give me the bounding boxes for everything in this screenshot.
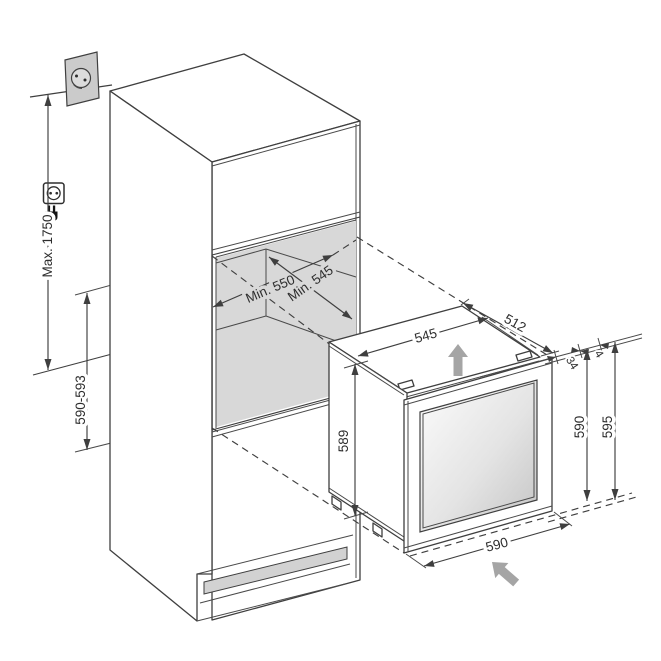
dim-appliance-side-height: 589 xyxy=(333,360,369,520)
outlet-icon xyxy=(42,182,65,205)
dim-niche-height: 590-593 xyxy=(70,293,92,450)
dim-label-front-gap: 4 xyxy=(592,349,606,361)
socket-clip xyxy=(73,84,83,89)
dim-label-frame-depth: 34 xyxy=(563,355,580,373)
glass-door xyxy=(419,379,538,533)
appliance xyxy=(328,305,553,554)
dim-overall-height: 595 xyxy=(597,342,619,500)
mounting-tab-right xyxy=(515,350,533,362)
insert-arrow-diagonal-icon xyxy=(492,562,520,587)
extension-lines xyxy=(409,333,643,557)
insert-arrow-up-icon xyxy=(448,344,468,376)
dim-label-front-height: 590 xyxy=(572,416,587,439)
socket-face xyxy=(70,67,92,89)
dim-socket-max-height: Max. 1750 xyxy=(37,95,59,370)
dim-front-height: 590 xyxy=(569,349,591,501)
dim-label-overall-height: 595 xyxy=(600,416,615,439)
cabinet-side-face xyxy=(109,90,213,622)
wall-socket xyxy=(64,51,100,107)
niche-opening xyxy=(216,221,356,427)
cabinet-plinth xyxy=(196,534,354,622)
appliance-foot-front xyxy=(331,495,342,511)
dim-label-appliance-side-height: 589 xyxy=(336,430,351,453)
dim-label-front-width: 590 xyxy=(484,534,510,554)
plinth-strip xyxy=(203,546,348,595)
socket-hole-left xyxy=(75,74,78,78)
dim-label-niche-height: 590-593 xyxy=(73,375,88,425)
socket-hole-right xyxy=(83,78,87,82)
dim-label-appliance-top-depth: 512 xyxy=(502,311,529,335)
dim-label-socket-max-height: Max. 1750 xyxy=(40,214,55,277)
appliance-foot-rear xyxy=(372,522,383,538)
